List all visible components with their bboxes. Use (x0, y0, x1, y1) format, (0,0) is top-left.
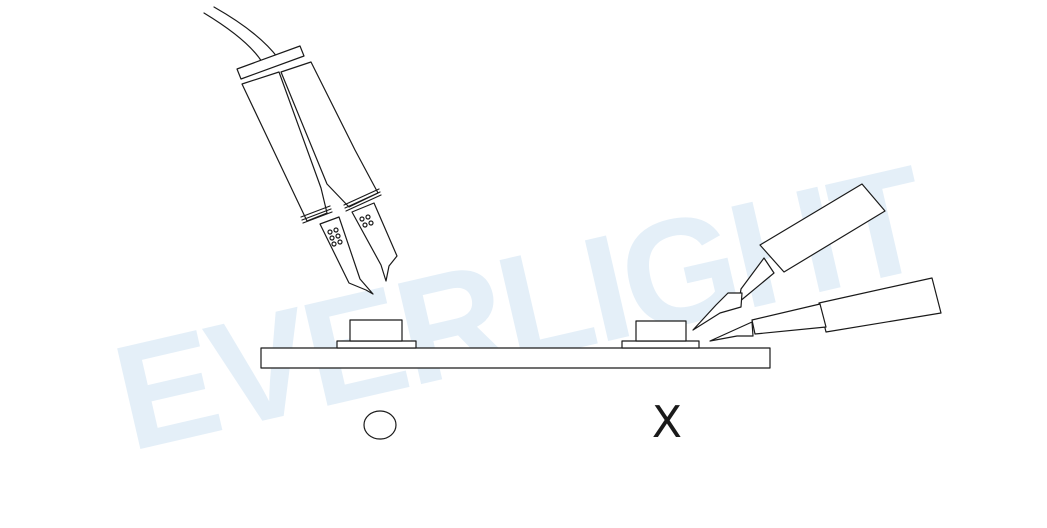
component-left (336, 319, 417, 349)
cross-icon: X (652, 397, 682, 448)
soldering-iron-icon (692, 183, 942, 342)
pcb-board (260, 347, 771, 369)
cross-label: X (652, 397, 682, 448)
tweezers-icon (203, 6, 398, 295)
circle-icon (363, 410, 397, 440)
component-right (621, 320, 700, 349)
